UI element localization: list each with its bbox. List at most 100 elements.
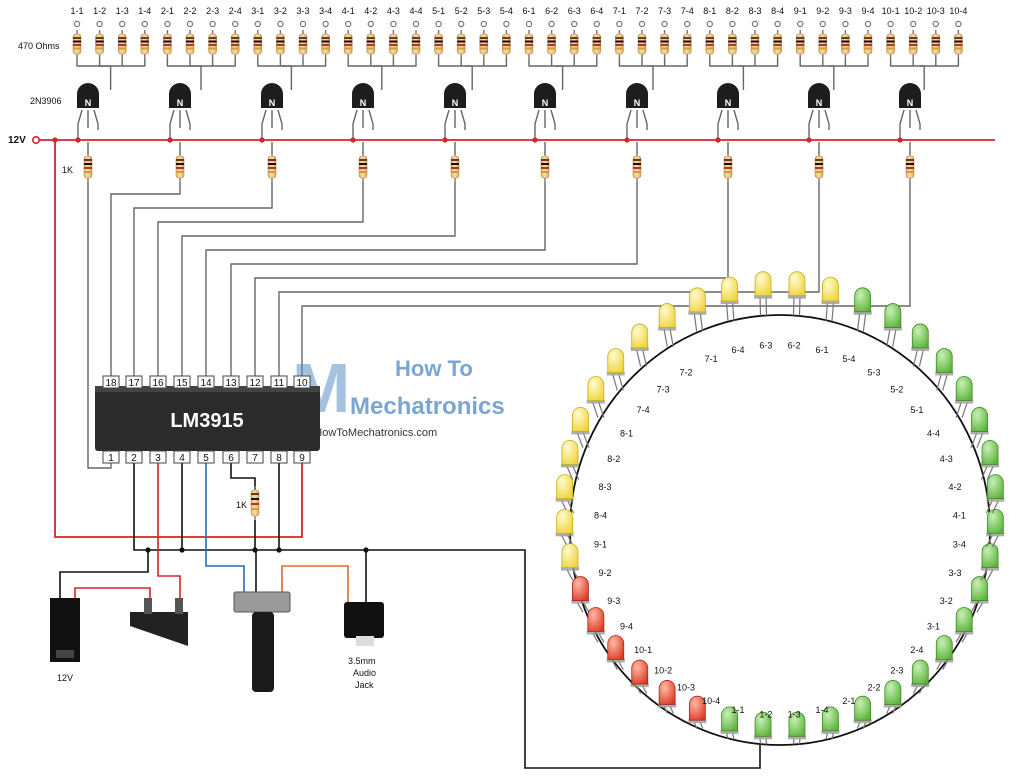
- resistor-band: [231, 44, 239, 46]
- led-lead: [857, 314, 859, 332]
- resistor-470-6-1: [525, 30, 533, 58]
- top-pin-label-3-2: 3-2: [274, 6, 287, 16]
- resistor-470-2-2: [186, 30, 194, 58]
- led-body: [572, 407, 588, 431]
- rail-junction: [806, 137, 811, 142]
- led-5-1: [935, 348, 953, 390]
- ring-label-10-3: 10-3: [677, 683, 695, 693]
- resistor-band: [932, 44, 940, 46]
- top-pin-terminal: [165, 21, 170, 26]
- group-bus-wire: [258, 58, 326, 66]
- resistor-band: [163, 44, 171, 46]
- audio-jack-body: [344, 602, 384, 638]
- chip-pin-label-2: 2: [131, 453, 137, 464]
- top-pin-label-9-3: 9-3: [839, 6, 852, 16]
- led-body: [588, 607, 604, 631]
- resistor-1k-label: 1K: [62, 165, 73, 175]
- ring-label-3-1: 3-1: [927, 622, 940, 632]
- top-pin-label-2-2: 2-2: [183, 6, 196, 16]
- adapter-prong: [144, 598, 152, 614]
- led-body: [885, 304, 901, 328]
- resistor-band: [359, 163, 367, 165]
- audio-jack-plug: [356, 636, 374, 646]
- led-lead: [962, 403, 967, 418]
- ring-label-1-2: 1-2: [759, 709, 772, 719]
- resistor-band: [541, 171, 549, 173]
- resistor-470-9-2: [819, 30, 827, 58]
- top-pin-label-5-3: 5-3: [477, 6, 490, 16]
- led-3-4: [986, 509, 1004, 547]
- led-body: [936, 636, 952, 660]
- ring-label-5-1: 5-1: [910, 405, 923, 415]
- resistor-band: [457, 37, 465, 39]
- resistor-band: [359, 171, 367, 173]
- resistor-band: [541, 167, 549, 169]
- resistor-470-2-3: [209, 30, 217, 58]
- resistor-470-6-3: [570, 30, 578, 58]
- resistor-band: [73, 37, 81, 39]
- top-pin-terminal: [323, 21, 328, 26]
- resistor-band: [254, 41, 262, 43]
- ground-junction: [145, 547, 150, 552]
- resistor-470-8-3: [751, 30, 759, 58]
- resistor-band: [186, 44, 194, 46]
- resistor-band: [96, 48, 104, 50]
- transistor-lead: [186, 110, 190, 130]
- top-pin-terminal: [685, 21, 690, 26]
- resistor-band: [451, 159, 459, 161]
- pot-knob: [252, 612, 274, 692]
- resistor-band: [906, 167, 914, 169]
- led-body: [572, 577, 588, 601]
- resistor-band: [251, 508, 259, 510]
- resistor-band: [186, 48, 194, 50]
- resistor-band: [367, 37, 375, 39]
- resistor-band: [864, 41, 872, 43]
- resistor-470-10-3: [932, 30, 940, 58]
- ring-label-10-2: 10-2: [654, 666, 672, 676]
- resistor-band: [276, 37, 284, 39]
- resistor-470-4-3: [389, 30, 397, 58]
- ring-label-2-2: 2-2: [868, 683, 881, 693]
- transistor-letter: N: [269, 98, 276, 108]
- resistor-band: [322, 37, 330, 39]
- top-pin-label-6-1: 6-1: [522, 6, 535, 16]
- resistor-band: [389, 41, 397, 43]
- transistor-lead: [278, 110, 282, 130]
- resistor-band: [796, 37, 804, 39]
- resistor-470-10-2: [909, 30, 917, 58]
- led-3-2: [971, 577, 989, 613]
- led-lead: [700, 314, 702, 332]
- resistor-band: [84, 171, 92, 173]
- ring-label-6-4: 6-4: [731, 345, 744, 355]
- top-pin-label-7-1: 7-1: [613, 6, 626, 16]
- resistor-band: [548, 41, 556, 43]
- top-pin-terminal: [956, 21, 961, 26]
- chip-pin-label-6: 6: [228, 453, 234, 464]
- rail-junction: [52, 137, 57, 142]
- chip-pin-label-1: 1: [108, 453, 114, 464]
- led-7-1: [688, 288, 706, 332]
- led-4-2: [981, 440, 999, 479]
- resistor-band: [633, 171, 641, 173]
- led-body: [557, 509, 573, 533]
- top-pin-terminal: [526, 21, 531, 26]
- resistor-470-6-4: [593, 30, 601, 58]
- top-pin-label-6-4: 6-4: [590, 6, 603, 16]
- ring-label-8-3: 8-3: [598, 482, 611, 492]
- resistor-band: [815, 163, 823, 165]
- resistor-band: [819, 37, 827, 39]
- top-pin-terminal: [120, 21, 125, 26]
- resistor-band: [954, 37, 962, 39]
- power-adapter: [130, 598, 188, 646]
- led-7-4: [607, 348, 625, 390]
- resistor-band: [231, 41, 239, 43]
- resistor-band: [954, 48, 962, 50]
- resistor-band: [706, 37, 714, 39]
- resistor-band: [864, 44, 872, 46]
- ring-label-6-2: 6-2: [788, 341, 801, 351]
- top-pin-terminal: [572, 21, 577, 26]
- resistor-band: [163, 41, 171, 43]
- chip-pin-label-5: 5: [203, 453, 209, 464]
- transistor-lead: [734, 110, 738, 130]
- led-9-4: [587, 607, 605, 642]
